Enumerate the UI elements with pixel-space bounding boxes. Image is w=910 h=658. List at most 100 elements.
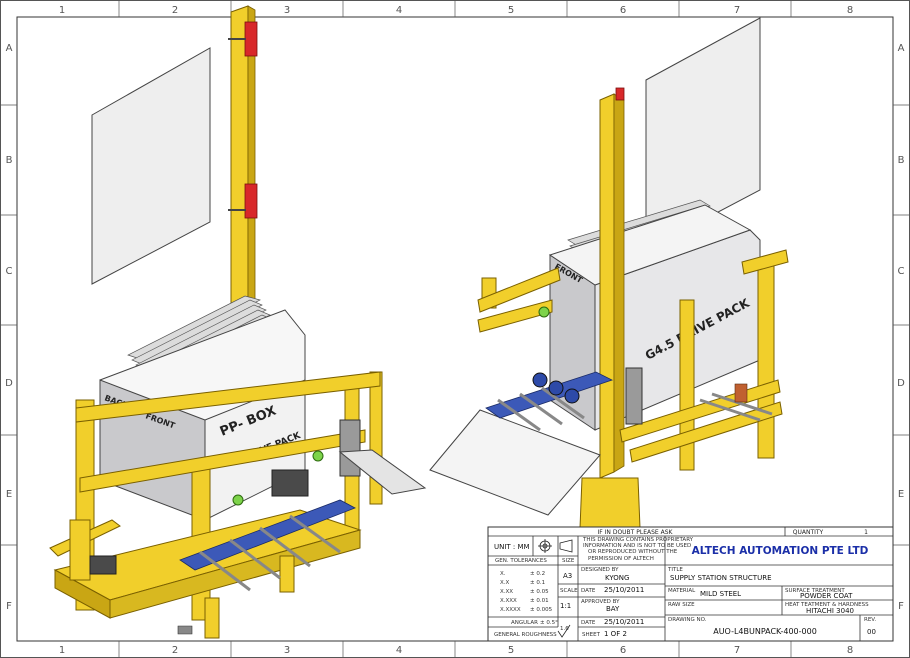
zone-row-c-left: C <box>6 266 13 277</box>
post-base-right <box>579 477 641 529</box>
tol-val: ± 0.1 <box>530 580 545 586</box>
size-value: A3 <box>563 572 572 580</box>
tall-post-right <box>599 93 615 479</box>
roller-conveyor-left <box>179 499 356 592</box>
zone-col-8-bottom: 8 <box>847 645 853 656</box>
zone-col-7-bottom: 7 <box>734 645 740 656</box>
sheet-value: 1 OF 2 <box>604 630 627 638</box>
date-label-1: DATE <box>581 588 596 594</box>
green-sensor-3 <box>538 306 550 318</box>
date-value-2: 25/10/2011 <box>604 618 644 626</box>
zone-row-f-right: F <box>898 601 904 612</box>
zone-col-4-bottom: 4 <box>396 645 402 656</box>
angular-value: ± 0.5° <box>540 620 558 626</box>
drawing-no-label: DRAWING NO. <box>668 617 707 623</box>
approved-by-label: APPROVED BY <box>581 599 620 605</box>
glass-panel-left <box>91 47 211 285</box>
tolerance-list: X. ± 0.2 X.X ± 0.1 X.XX ± 0.05 X.XXX ± 0… <box>500 571 553 613</box>
zone-row-d-left: D <box>5 378 13 389</box>
zone-col-8-top: 8 <box>847 5 853 16</box>
scale-value: 1:1 <box>560 602 571 610</box>
wheel-2 <box>548 380 564 396</box>
tol-key: X.X <box>500 580 510 586</box>
company-name: ALTECH AUTOMATION PTE LTD <box>692 545 869 557</box>
zone-row-f-left: F <box>6 601 12 612</box>
title-value: SUPPLY STATION STRUCTURE <box>670 574 772 582</box>
sheet-label: SHEET <box>582 632 601 638</box>
zone-col-3-bottom: 3 <box>284 645 290 656</box>
green-sensor-1 <box>312 450 324 462</box>
tol-val: ± 0.05 <box>530 589 549 595</box>
drawing-number: AUO-L4BUNPACK-400-000 <box>713 627 817 636</box>
zone-row-e-right: E <box>898 489 904 500</box>
glass-panel-right <box>645 17 761 251</box>
rev-value: 00 <box>867 628 876 636</box>
roughness-label: GENERAL ROUGHNESS <box>494 632 557 638</box>
wheel-3 <box>564 388 580 404</box>
zone-row-e-left: E <box>6 489 12 500</box>
zone-col-5-bottom: 5 <box>508 645 514 656</box>
prop-note-1: THIS DRAWING CONTAINS PROPRIETARY <box>582 537 694 543</box>
date-label-2: DATE <box>581 620 596 626</box>
zone-col-1-bottom: 1 <box>59 645 65 656</box>
doubt-note: IF IN DOUBT PLEASE ASK <box>598 529 674 536</box>
size-label: SIZE <box>562 558 575 564</box>
surface-label: SURFACE TREATMENT <box>785 588 845 594</box>
prop-note-3: OR REPRODUCED WITHOUT THE <box>588 549 678 555</box>
designed-by-value: KYONG <box>605 574 629 582</box>
designed-by-label: DESIGNED BY <box>581 567 619 573</box>
zone-col-1-top: 1 <box>59 5 65 16</box>
tol-key: X.XX <box>500 589 513 595</box>
red-bracket-mid <box>244 183 258 219</box>
zone-row-a-left: A <box>6 43 13 54</box>
prop-note-2: INFORMATION AND IS NOT TO BE USED <box>583 543 691 549</box>
zone-col-6-bottom: 6 <box>620 645 626 656</box>
left-isometric-view: BACK FRONT PP- BOX DRIVE PACK <box>49 5 427 639</box>
zone-col-4-top: 4 <box>396 5 402 16</box>
title-block <box>487 526 894 642</box>
zone-col-3-top: 3 <box>284 5 290 16</box>
tol-key: X. <box>500 571 506 577</box>
projection-symbol-icon <box>538 539 573 553</box>
tol-val: ± 0.005 <box>530 607 553 613</box>
roughness-symbol-icon <box>557 624 571 638</box>
gen-tolerances-label: GEN. TOLERANCES <box>495 558 547 564</box>
zone-col-6-top: 6 <box>620 5 626 16</box>
zone-row-c-right: C <box>898 266 905 277</box>
surface-value: POWDER COAT <box>800 592 853 600</box>
chute-plate-left <box>338 449 427 495</box>
heat-label: HEAT TEATMENT & HARDNESS <box>785 602 869 608</box>
zone-col-5-top: 5 <box>508 5 514 16</box>
zone-col-2-top: 2 <box>172 5 178 16</box>
title-label: TITLE <box>667 567 683 573</box>
cylinder-right <box>625 367 643 425</box>
motor-base-left <box>89 555 117 575</box>
tol-key: X.XXXX <box>500 607 521 613</box>
quantity-value: 1 <box>864 529 868 536</box>
unit-label: UNIT : MM <box>494 543 530 551</box>
approved-by-value: BAY <box>606 605 620 613</box>
lift-plate-right <box>429 409 601 516</box>
zone-row-d-right: D <box>897 378 905 389</box>
quantity-label: QUANTITY <box>793 529 824 536</box>
rawsize-label: RAW SIZE <box>668 602 695 608</box>
zone-row-b-left: B <box>6 155 13 166</box>
wheel-1 <box>532 372 548 388</box>
zone-col-7-top: 7 <box>734 5 740 16</box>
zone-row-a-right: A <box>898 43 905 54</box>
heat-value: HITACHI 3040 <box>806 607 854 615</box>
roughness-value: 1.6 <box>560 626 569 632</box>
date-value-1: 25/10/2011 <box>604 586 644 594</box>
angular-label: ANGULAR <box>511 620 538 626</box>
right-isometric-view: FRONT G4.5 DRIVE PACK <box>429 17 789 529</box>
material-value: MILD STEEL <box>700 590 741 598</box>
rev-label: REV. <box>864 617 876 623</box>
motor-left <box>271 469 309 497</box>
tol-key: X.XXX <box>500 598 517 604</box>
prop-note-4: PERMISSION OF ALTECH <box>588 556 654 562</box>
tol-val: ± 0.01 <box>530 598 549 604</box>
red-bracket-top <box>244 21 258 57</box>
green-sensor-2 <box>232 494 244 506</box>
